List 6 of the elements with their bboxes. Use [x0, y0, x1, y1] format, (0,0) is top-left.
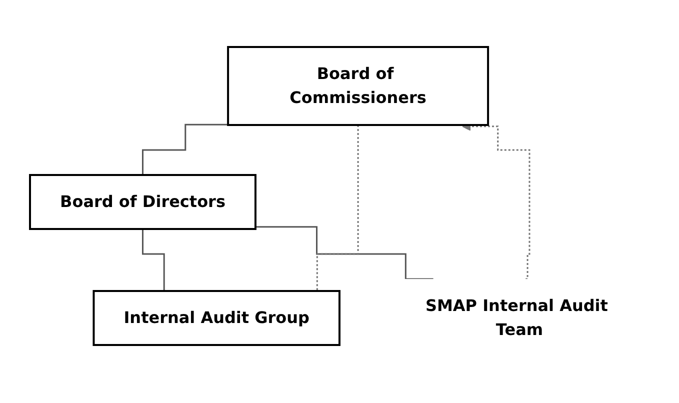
node-box: Board of Directors	[28, 174, 256, 230]
node-box: Internal Audit Group	[92, 290, 340, 346]
node-text: SMAP Internal Audit Team	[425, 296, 608, 338]
node-box: Board of Commissioners	[226, 46, 489, 126]
connector	[142, 123, 228, 176]
connector	[255, 226, 434, 280]
